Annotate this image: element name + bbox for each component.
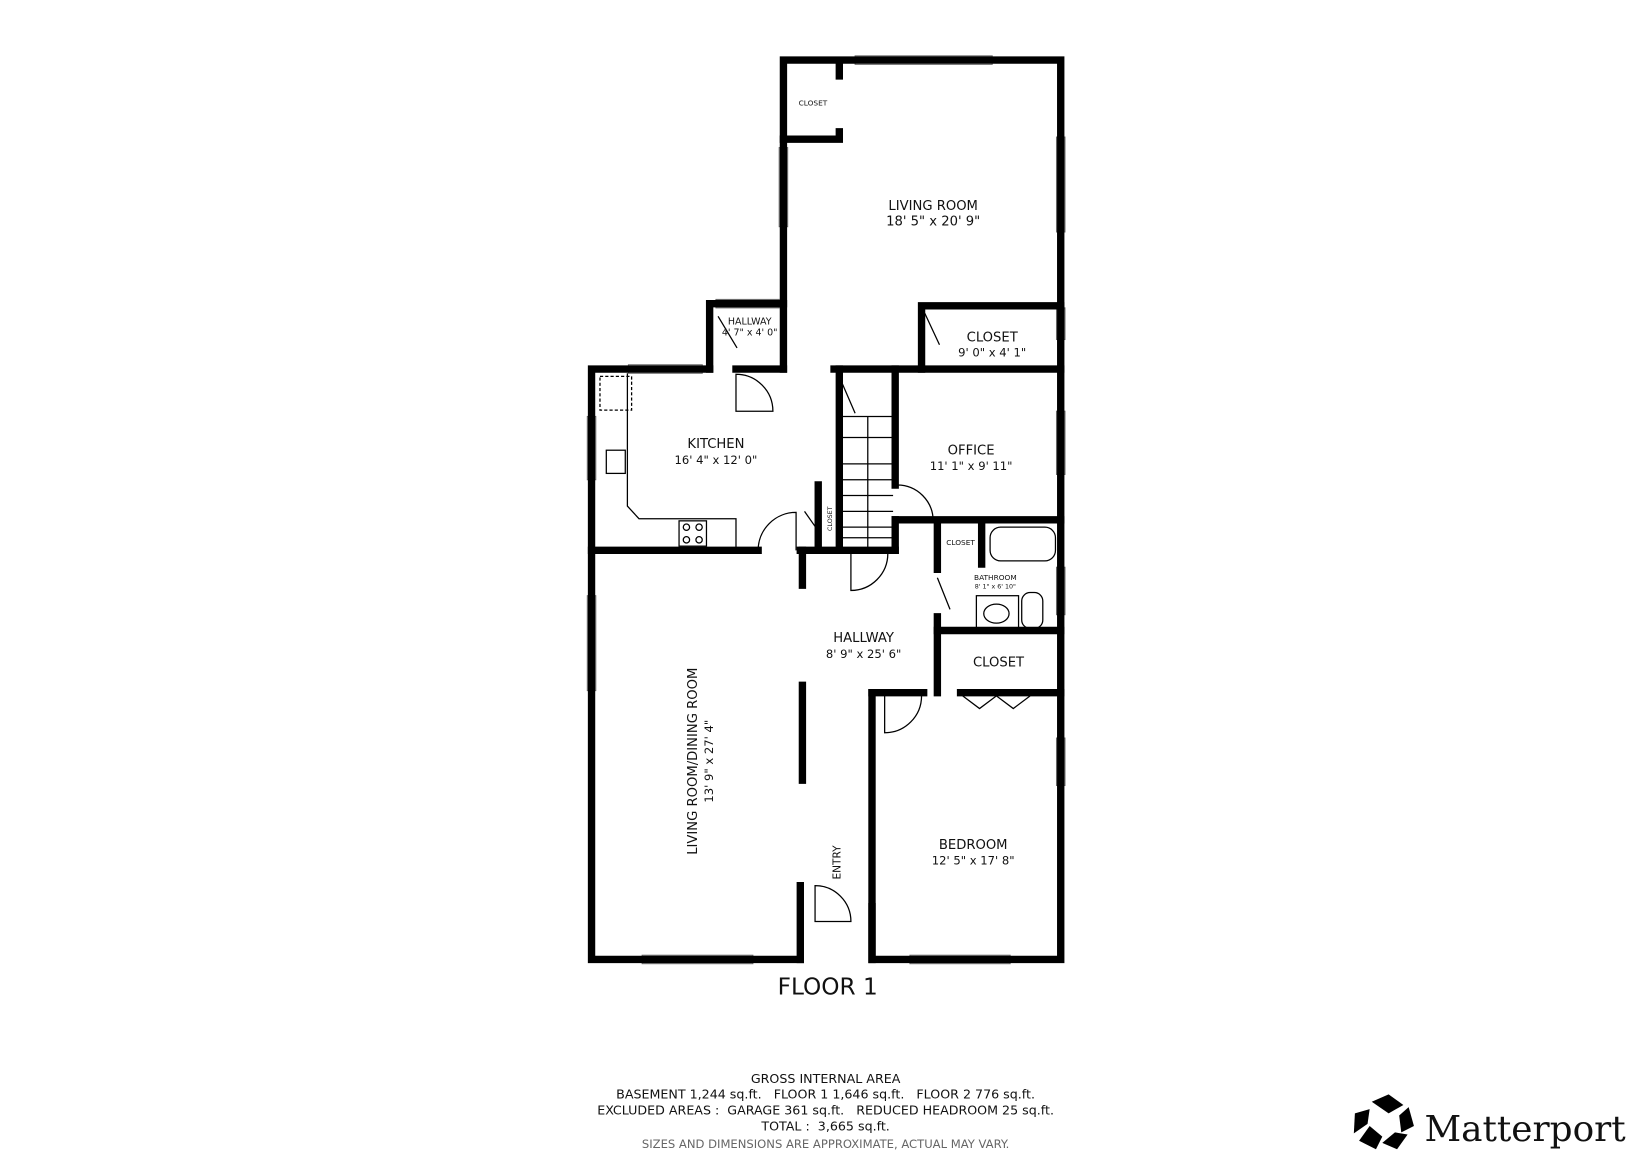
sink-icon — [605, 449, 626, 475]
matterport-logo: Matterport — [1353, 1094, 1626, 1150]
room-dims: 8' 1" x 6' 10" — [975, 583, 1016, 590]
area-heading: GROSS INTERNAL AREA — [751, 1071, 901, 1086]
area-line: BASEMENT 1,244 sq.ft. FLOOR 1 1,646 sq.f… — [616, 1087, 1035, 1102]
room-label: CLOSET — [967, 331, 1019, 346]
room-dims: 9' 0" x 4' 1" — [958, 345, 1026, 359]
area-line: EXCLUDED AREAS : GARAGE 361 sq.ft. REDUC… — [597, 1102, 1054, 1117]
matterport-logo-icon — [1353, 1094, 1414, 1150]
appliance-icon — [599, 375, 633, 411]
door — [757, 511, 797, 551]
area-total: TOTAL : 3,665 sq.ft. — [760, 1118, 889, 1133]
area-summary: GROSS INTERNAL AREA BASEMENT 1,244 sq.ft… — [597, 1071, 1054, 1151]
room-dims: 18' 5" x 20' 9" — [886, 215, 980, 230]
bathtub-icon — [989, 526, 1057, 562]
room-label: BEDROOM — [939, 838, 1008, 853]
room-label: LIVING ROOM/DINING ROOM — [686, 668, 701, 855]
door — [735, 373, 774, 412]
room-dims: 12' 5" x 17' 8" — [932, 854, 1015, 868]
room-label: OFFICE — [948, 443, 995, 458]
room-label: BATHROOM — [974, 573, 1017, 582]
door — [884, 695, 923, 734]
room-label: CLOSET — [973, 655, 1025, 670]
room-label: HALLWAY — [833, 631, 895, 646]
disclaimer: SIZES AND DIMENSIONS ARE APPROXIMATE, AC… — [642, 1137, 1009, 1151]
fixtures — [599, 312, 1057, 923]
door — [897, 484, 934, 522]
toilet-icon — [1021, 591, 1044, 630]
matterport-logo-text: Matterport — [1424, 1109, 1626, 1150]
room-label: CLOSET — [946, 538, 975, 547]
room-dims: 4' 7" x 4' 0" — [722, 327, 778, 338]
room-label: ENTRY — [831, 845, 843, 880]
entry-door — [814, 885, 852, 923]
room-dims: 8' 9" x 25' 6" — [826, 647, 901, 661]
room-dims: 16' 4" x 12' 0" — [675, 453, 758, 467]
room-dims: 11' 1" x 9' 11" — [930, 459, 1013, 473]
room-label: LIVING ROOM — [888, 199, 978, 214]
walls — [587, 56, 1065, 964]
room-label: CLOSET — [827, 506, 834, 531]
room-label: KITCHEN — [687, 437, 744, 452]
vanity-icon — [975, 595, 1020, 631]
door — [850, 553, 889, 592]
room-dims: 13' 9" x 27' 4" — [702, 720, 716, 803]
room-labels: CLOSET LIVING ROOM 18' 5" x 20' 9" HALLW… — [675, 98, 1027, 879]
room-label: HALLWAY — [728, 317, 772, 328]
stove-icon — [678, 520, 708, 547]
floor-label: FLOOR 1 — [778, 973, 878, 1000]
room-label: CLOSET — [799, 98, 828, 107]
